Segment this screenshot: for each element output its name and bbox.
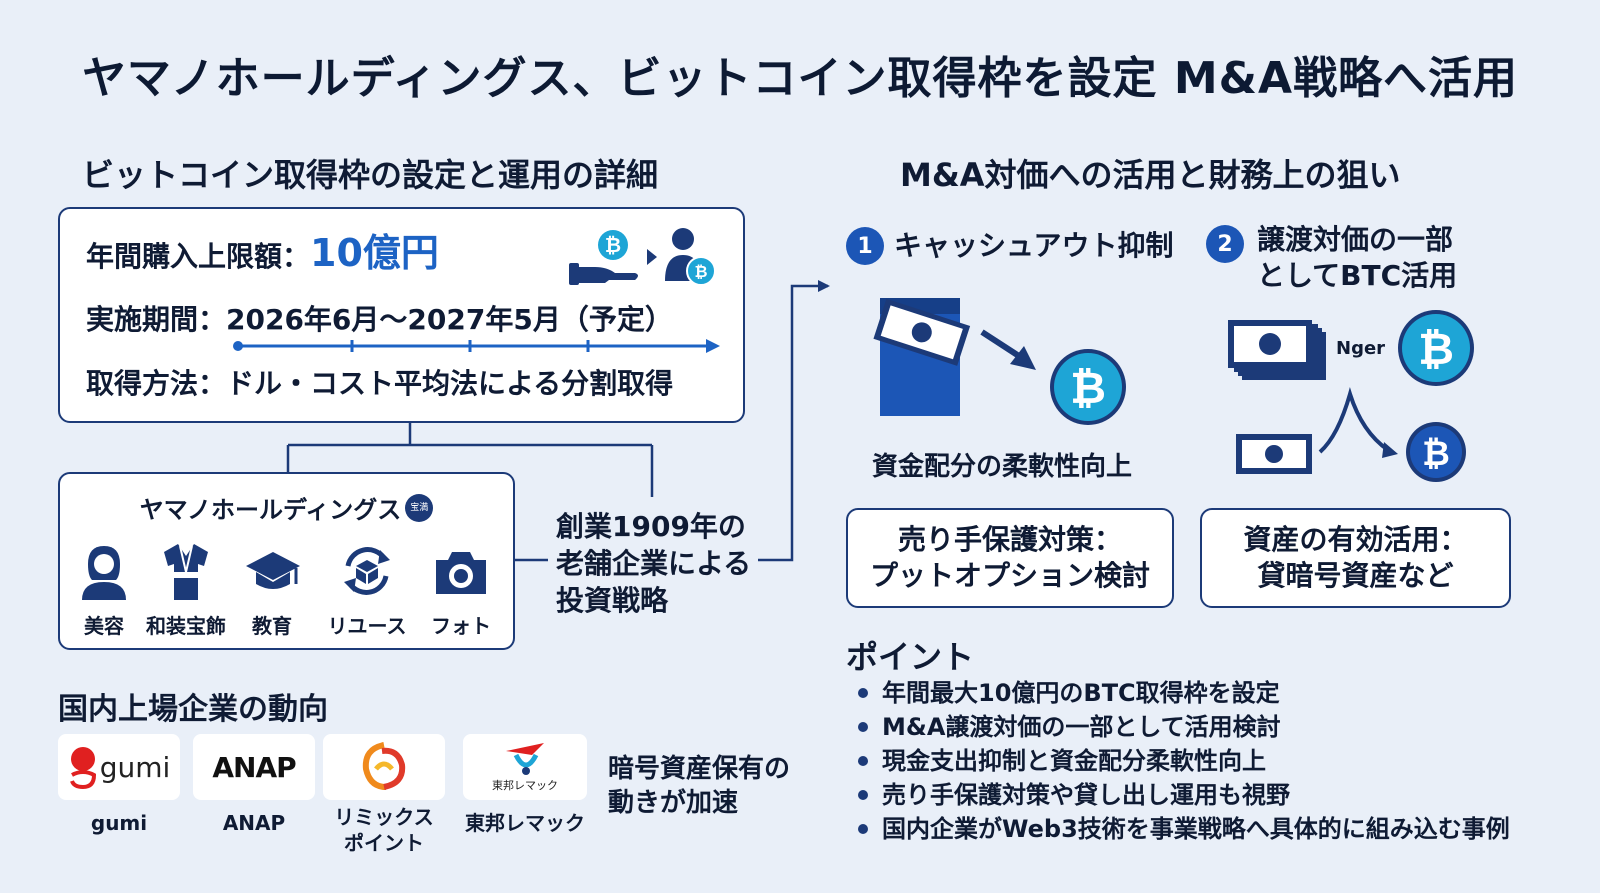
strategy-line-3: 投資戦略	[556, 584, 669, 617]
bullet-dot-icon	[858, 688, 868, 698]
strategy-text: 創業1909年の 老舗企業による 投資戦略	[556, 508, 751, 619]
item2-title-line-1: 譲渡対価の一部	[1257, 223, 1454, 256]
points-heading: ポイント	[846, 638, 975, 676]
points-item: 年間最大10億円のBTC取得枠を設定	[858, 676, 1510, 710]
bullet-dot-icon	[858, 824, 868, 834]
business-label-education: 教育	[252, 614, 292, 638]
anap-logo-text: ANAP	[212, 750, 296, 784]
item2-small-label: Nger	[1336, 338, 1386, 359]
remixpoint-mark-icon	[362, 742, 406, 790]
asset-usage-box: 資産の有効活用： 貸暗号資産など	[1200, 508, 1511, 608]
strategy-line-2: 老舗企業による	[556, 547, 752, 580]
points-item: 現金支出抑制と資金配分柔軟性向上	[858, 744, 1510, 778]
business-label-beauty: 美容	[84, 614, 124, 638]
cash-bitcoin-exchange-icon: ₿ ₿	[1228, 310, 1474, 482]
svg-text:₿: ₿	[694, 262, 707, 281]
details-box	[58, 207, 745, 423]
page-title: ヤマノホールディングス、ビットコイン取得枠を設定 M&A戦略へ活用	[81, 53, 1519, 104]
bullet-dot-icon	[858, 722, 868, 732]
gumi-logo: gumi	[58, 734, 180, 800]
purchase-limit-value: 10億円	[310, 231, 439, 275]
item2-title-line-2: としてBTC活用	[1257, 259, 1458, 292]
item1-title: キャッシュアウト抑制	[894, 229, 1174, 262]
camera-icon	[436, 552, 486, 594]
woman-icon	[82, 546, 126, 600]
recycle-box-icon	[344, 547, 390, 595]
cash-to-bitcoin-icon: ₿	[873, 298, 1126, 425]
strategy-line-1: 創業1909年の	[556, 510, 746, 543]
company-header: ヤマノホールディングス 宝満	[58, 490, 515, 525]
domestic-heading: 国内上場企業の動向	[58, 692, 328, 727]
method-row: 取得方法：ドル・コスト平均法による分割取得	[86, 367, 674, 400]
item1-caption: 資金配分の柔軟性向上	[872, 452, 1133, 482]
asset-usage-line-2: 貸暗号資産など	[1257, 559, 1454, 592]
bitcoin-transfer-icon: ₿ ₿	[569, 228, 716, 286]
trend-line-2: 動きが加速	[608, 788, 739, 818]
item1-number-badge: 1	[846, 227, 884, 265]
company-seal-icon: 宝満	[405, 493, 434, 522]
points-item: 売り手保護対策や貸し出し運用も視野	[858, 778, 1510, 812]
svg-text:₿: ₿	[1070, 363, 1106, 414]
company-label-remixpoint: リミックス ポイント	[334, 805, 434, 855]
points-item: M&A譲渡対価の一部として活用検討	[858, 710, 1510, 744]
seller-protection-line-2: プットオプション検討	[869, 559, 1150, 592]
trend-line-1: 暗号資産保有の	[608, 754, 791, 784]
item2-number-badge: 2	[1206, 225, 1244, 263]
toho-lamac-logo-text: 東邦レマック	[492, 779, 558, 792]
company-label-gumi: gumi	[90, 811, 148, 835]
remixpoint-logo	[323, 734, 445, 800]
company-name: ヤマノホールディングス	[139, 496, 402, 524]
gumi-logo-text: gumi	[99, 750, 171, 784]
trend-text: 暗号資産保有の 動きが加速	[608, 752, 790, 820]
asset-usage-line-1: 資産の有効活用：	[1243, 523, 1468, 556]
svg-text:₿: ₿	[1422, 434, 1450, 474]
right-section-heading: M&A対価への活用と財務上の狙い	[900, 156, 1401, 194]
points-list: 年間最大10億円のBTC取得枠を設定 M&A譲渡対価の一部として活用検討 現金支…	[858, 676, 1510, 846]
business-label-reuse: リユース	[327, 614, 407, 638]
bullet-dot-icon	[858, 790, 868, 800]
business-label-kimono: 和装宝飾	[146, 614, 226, 638]
anap-logo: ANAP	[193, 734, 315, 800]
timeline-arrow	[233, 339, 720, 353]
period-row: 実施期間：2026年6月〜2027年5月（予定）	[86, 303, 673, 336]
bullet-dot-icon	[858, 756, 868, 766]
business-label-photo: フォト	[431, 614, 491, 638]
left-section-heading: ビットコイン取得枠の設定と運用の詳細	[82, 156, 659, 194]
svg-text:₿: ₿	[605, 233, 621, 257]
seller-protection-box: 売り手保護対策： プットオプション検討	[846, 508, 1174, 608]
toho-lamac-mark-icon	[506, 743, 544, 775]
seller-protection-line-1: 売り手保護対策：	[897, 523, 1122, 556]
item2-title: 譲渡対価の一部 としてBTC活用	[1257, 222, 1457, 294]
company-label-toho-lamac: 東邦レマック	[465, 811, 585, 835]
points-item: 国内企業がWeb3技術を事業戦略へ具体的に組み込む事例	[858, 812, 1510, 846]
svg-text:₿: ₿	[1418, 324, 1454, 375]
purchase-limit-label: 年間購入上限額：	[86, 240, 311, 273]
purchase-limit-row: 年間購入上限額：10億円	[86, 228, 439, 282]
gumi-mark-icon	[69, 747, 96, 789]
kimono-icon	[164, 544, 208, 600]
graduation-cap-icon	[246, 552, 300, 589]
toho-lamac-logo: 東邦レマック	[463, 734, 587, 800]
company-label-anap: ANAP	[222, 811, 286, 835]
